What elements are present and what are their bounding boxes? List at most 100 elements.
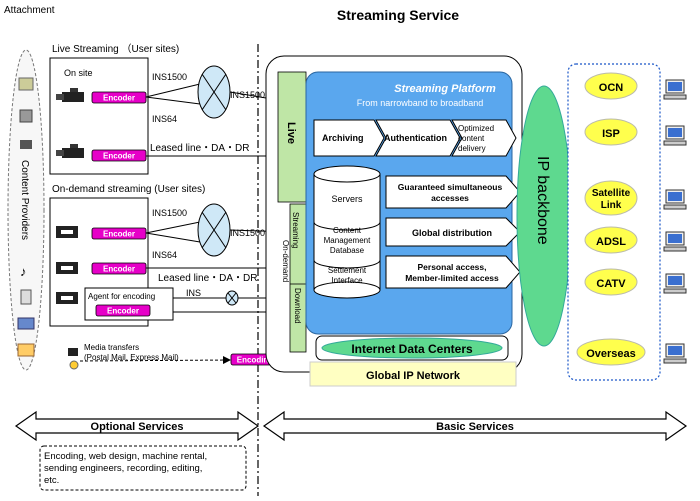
- live-line-ins64: [145, 96, 201, 105]
- computer-icon: [663, 189, 687, 210]
- svg-text:delivery: delivery: [458, 144, 486, 153]
- disc-icon: [69, 360, 79, 370]
- basic-services-arrow: Basic Services: [262, 410, 688, 442]
- computer-icon: [663, 79, 687, 100]
- vcr-icon: [56, 262, 78, 274]
- svg-text:Encoder: Encoder: [103, 265, 135, 274]
- authentication-step: Authentication: [375, 119, 461, 157]
- svg-text:Optimized: Optimized: [458, 124, 494, 133]
- svg-text:OCN: OCN: [599, 82, 624, 94]
- live-ins64-label: INS64: [152, 114, 177, 124]
- optimized-delivery-step: Optimized content delivery: [451, 119, 517, 157]
- corner-label: Attachment: [4, 5, 55, 16]
- optional-services-arrow: Optional Services: [14, 410, 260, 442]
- screen-icon: [17, 317, 35, 330]
- access-ocn: OCN: [584, 72, 638, 100]
- global-distribution-arrow: Global distribution: [385, 217, 521, 247]
- vcr-icon: [56, 292, 78, 304]
- svg-text:Authentication: Authentication: [384, 133, 447, 143]
- live-router-icon: [197, 65, 231, 119]
- gipn-label: Global IP Network: [366, 370, 461, 382]
- ondemand-bar-label: On-demand: [281, 240, 290, 282]
- access-networks-box: [567, 63, 661, 381]
- provider-icons: ♪: [17, 77, 35, 357]
- live-encoder-2: Encoder: [91, 149, 147, 162]
- ondemand-encoder-1: Encoder: [91, 227, 147, 240]
- note-line-1: Encoding, web design, machine rental,: [44, 451, 207, 462]
- svg-text:Satellite: Satellite: [592, 188, 631, 199]
- streaming-bar-label: Streaming: [291, 212, 300, 248]
- global-ip-network: [309, 361, 517, 387]
- svg-text:Interface: Interface: [331, 276, 363, 285]
- camera-icon: [56, 88, 84, 102]
- picture-icon: [17, 343, 35, 357]
- computer-icon: [663, 125, 687, 146]
- svg-text:Encoder: Encoder: [103, 94, 135, 103]
- svg-text:Encoder: Encoder: [103, 152, 135, 161]
- live-bar-label: Live: [285, 122, 297, 144]
- svg-text:Personal access,: Personal access,: [418, 262, 487, 272]
- computer-icon: [663, 231, 687, 252]
- live-ins1500-label: INS1500: [152, 72, 187, 82]
- od-ins-label: INS: [186, 288, 201, 298]
- svg-text:Archiving: Archiving: [322, 133, 364, 143]
- svg-text:Link: Link: [601, 200, 622, 211]
- page-title: Streaming Service: [337, 7, 459, 23]
- guaranteed-accesses-arrow: Guaranteed simultaneous accesses: [385, 175, 521, 209]
- computer-icon: [663, 273, 687, 294]
- optional-services-note: [39, 445, 247, 491]
- ondemand-encoder-2: Encoder: [91, 262, 147, 275]
- svg-text:Servers: Servers: [331, 194, 363, 204]
- agent-label: Agent for encoding: [88, 292, 155, 301]
- svg-text:Member-limited access: Member-limited access: [405, 273, 499, 283]
- database-cylinder: Servers Content Management Database Sett…: [313, 165, 381, 299]
- svg-text:Management: Management: [324, 236, 371, 245]
- od-ins1500-label: INS1500: [152, 208, 187, 218]
- access-satellite: Satellite Link: [584, 180, 638, 216]
- ip-backbone-label: IP backbone: [534, 156, 551, 245]
- music-note-icon: ♪: [20, 264, 27, 279]
- svg-text:content: content: [458, 134, 485, 143]
- phone-icon: [20, 289, 32, 305]
- idc-ellipse: [321, 337, 503, 359]
- access-adsl: ADSL: [584, 226, 638, 254]
- platform-subtitle: From narrowband to broadband: [357, 98, 484, 108]
- live-encoder-1: Encoder: [91, 91, 147, 104]
- svg-text:ISP: ISP: [602, 128, 620, 140]
- on-site-label: On site: [64, 68, 93, 78]
- svg-text:Content: Content: [333, 226, 362, 235]
- vcr-icon: [56, 226, 78, 238]
- ondemand-heading: On-demand streaming (User sites): [52, 184, 205, 195]
- svg-text:accesses: accesses: [431, 193, 469, 203]
- svg-text:Basic Services: Basic Services: [436, 421, 514, 433]
- svg-text:CATV: CATV: [596, 278, 626, 290]
- media-sub-label: (Postal Mail, Express Mail): [84, 353, 179, 362]
- camera-icon: [56, 144, 84, 158]
- live-leased-label: Leased line・DA・DR: [150, 143, 250, 154]
- access-overseas: Overseas: [576, 338, 646, 366]
- platform-title: Streaming Platform: [394, 83, 496, 95]
- live-ins1500b-label: INS1500: [230, 90, 265, 100]
- content-providers-oval: [7, 49, 45, 371]
- svg-text:Guaranteed simultaneous: Guaranteed simultaneous: [398, 182, 503, 192]
- svg-text:Global distribution: Global distribution: [412, 228, 492, 238]
- svg-text:Encoder: Encoder: [103, 230, 135, 239]
- access-isp: ISP: [584, 118, 638, 146]
- svg-text:Overseas: Overseas: [586, 348, 636, 360]
- access-catv: CATV: [584, 268, 638, 296]
- ondemand-router-icon: [197, 203, 231, 257]
- svg-text:Encoder: Encoder: [107, 307, 139, 316]
- personal-access-arrow: Personal access, Member-limited access: [385, 255, 521, 289]
- live-streaming-heading: Live Streaming （User sites): [52, 43, 179, 55]
- small-router-icon: [225, 290, 239, 306]
- svg-text:Optional Services: Optional Services: [91, 421, 184, 433]
- svg-text:Encoding: Encoding: [237, 356, 274, 365]
- live-bar: [277, 71, 307, 203]
- document-icon: [18, 77, 34, 91]
- svg-text:ADSL: ADSL: [596, 236, 626, 248]
- archiving-step: Archiving: [313, 119, 385, 157]
- note-line-3: etc.: [44, 475, 59, 486]
- camera-icon: [20, 140, 32, 149]
